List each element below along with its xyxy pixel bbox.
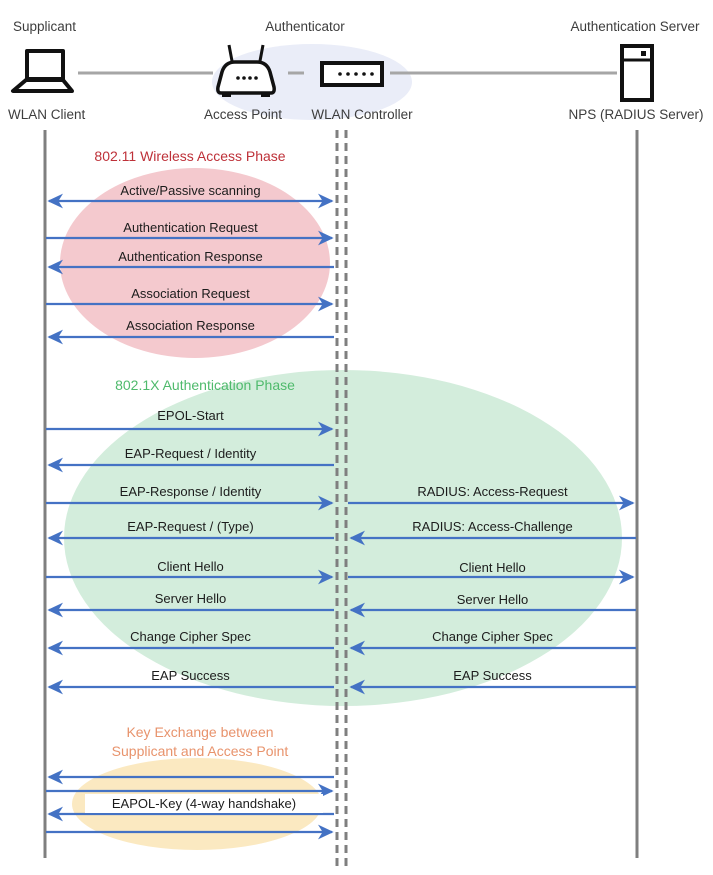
- message-label: RADIUS: Access-Request: [417, 484, 568, 499]
- access-point-icon: [216, 44, 276, 97]
- laptop-icon: [11, 49, 74, 93]
- key-exchange-title-line1: Key Exchange between: [126, 724, 274, 740]
- key-exchange-phase-title: Key Exchange between Supplicant and Acce…: [55, 723, 345, 761]
- message-label: Client Hello: [157, 559, 224, 574]
- message-label: Association Response: [126, 318, 255, 333]
- message-label: Client Hello: [459, 560, 526, 575]
- message-label: EAP-Response / Identity: [119, 484, 262, 499]
- message-label: RADIUS: Access-Challenge: [412, 519, 573, 534]
- message-label: Server Hello: [456, 592, 529, 607]
- lifelines: [43, 130, 639, 866]
- wlan-controller-label: WLAN Controller: [311, 107, 413, 122]
- key-exchange-title-line2: Supplicant and Access Point: [111, 743, 289, 759]
- key-exchange-arrows: [46, 769, 334, 840]
- controller-server-arrows: [348, 495, 636, 695]
- supplicant-role-label: Supplicant: [13, 19, 77, 34]
- auth-server-role-label: Authentication Server: [570, 19, 700, 34]
- wlan-controller-icon: [320, 61, 384, 87]
- dot1x-phase-title: 802.1X Authentication Phase: [115, 377, 295, 393]
- message-label: Authentication Response: [118, 249, 263, 264]
- message-label: EAP-Request / (Type): [127, 519, 254, 534]
- authenticator-role-label: Authenticator: [265, 19, 345, 34]
- message-label: Server Hello: [154, 591, 227, 606]
- wireless-phase-ellipse: [60, 168, 330, 358]
- message-label: EPOL-Start: [157, 408, 224, 423]
- message-label: EAP-Request / Identity: [124, 446, 257, 461]
- message-label: EAP Success: [453, 668, 532, 683]
- message-label: Active/Passive scanning: [120, 183, 261, 198]
- message-label: Authentication Request: [123, 220, 258, 235]
- wireless-phase-title: 802.11 Wireless Access Phase: [94, 148, 286, 164]
- message-label: Change Cipher Spec: [130, 629, 251, 644]
- nps-label: NPS (RADIUS Server): [568, 107, 704, 122]
- message-label: Change Cipher Spec: [432, 629, 553, 644]
- dot1x-phase-ellipse: [64, 370, 622, 706]
- message-label: EAP Success: [151, 668, 230, 683]
- message-label: Association Request: [131, 286, 250, 301]
- server-icon: [620, 44, 654, 102]
- eapol-key-label: EAPOL-Key (4-way handshake): [85, 794, 323, 813]
- wlan-client-label: WLAN Client: [8, 107, 86, 122]
- client-controller-arrows: [46, 193, 334, 695]
- access-point-label: Access Point: [203, 107, 283, 122]
